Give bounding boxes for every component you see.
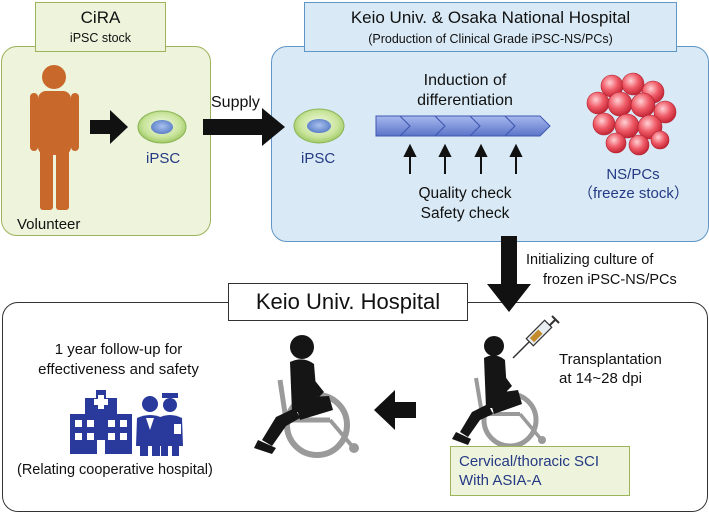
keio-title-box: Keio Univ. & Osaka National Hospital (Pr…: [304, 2, 677, 52]
wheelchair-patient-icon: [254, 335, 359, 458]
syringe-icon: [512, 315, 560, 359]
wheelchair-patient-icon: [452, 336, 546, 449]
culture-line2: frozen iPSC-NS/PCs: [543, 272, 677, 288]
keio-subtitle: (Production of Clinical Grade iPSC-NS/PC…: [368, 32, 613, 46]
induction-label: Induction of differentiation: [400, 71, 530, 111]
cira-ipsc-label: iPSC: [146, 150, 181, 167]
sci-line1: Cervical/thoracic SCI: [459, 453, 600, 470]
followup-label: 1 year follow-up for effectiveness and s…: [26, 340, 211, 380]
doctor-icon: [136, 396, 164, 456]
induction-line2: differentiation: [417, 92, 513, 109]
sci-box: Cervical/thoracic SCI With ASIA-A: [450, 446, 630, 496]
followup-line1: 1 year follow-up for: [54, 341, 183, 358]
quality-check-label: Quality check: [418, 185, 512, 202]
sci-line2: With ASIA-A: [459, 472, 542, 489]
cira-title: CiRA: [80, 8, 121, 27]
ipsc-cell-icon: [137, 110, 187, 144]
check-arrow-icon: [403, 143, 523, 174]
cira-title-box: CiRA iPSC stock: [35, 2, 166, 52]
check-label: Quality check Safety check: [402, 184, 528, 224]
nspc-cluster-icon: [586, 72, 677, 156]
culture-line1: Initializing culture of: [526, 252, 654, 268]
nspc-line1: NS/PCs: [606, 166, 660, 183]
transplant-line2: at 14~28 dpi: [559, 370, 642, 387]
volunteer-label: Volunteer: [17, 216, 81, 233]
arrow-down-icon: [487, 236, 531, 312]
volunteer-icon: [30, 65, 79, 210]
hospital-building-icon: [70, 390, 132, 454]
keio-ipsc-label: iPSC: [301, 150, 336, 167]
arrow-left-icon: [374, 390, 416, 430]
followup-line2: effectiveness and safety: [38, 361, 199, 378]
safety-check-label: Safety check: [420, 205, 510, 222]
arrow-right-icon: [90, 110, 128, 144]
cira-subtitle: iPSC stock: [69, 31, 132, 45]
relating-hospital-label: (Relating cooperative hospital): [17, 462, 213, 478]
nspc-label: NS/PCs （freeze stock）: [578, 165, 689, 203]
keio-title: Keio Univ. & Osaka National Hospital: [350, 8, 631, 27]
induction-line1: Induction of: [423, 72, 507, 89]
nurse-icon: [157, 393, 183, 456]
supply-arrow-icon: [203, 108, 285, 146]
nspc-line2: （freeze stock）: [578, 185, 689, 202]
differentiation-arrows-icon: [375, 115, 551, 137]
transplant-line1: Transplantation: [559, 351, 662, 368]
ipsc-cell-icon: [293, 108, 345, 144]
transplant-label: Transplantation at 14~28 dpi: [559, 350, 662, 388]
culture-label: Initializing culture of frozen iPSC-NS/P…: [526, 250, 677, 290]
hospital-title: Keio Univ. Hospital: [228, 283, 468, 321]
supply-label: Supply: [211, 94, 260, 111]
